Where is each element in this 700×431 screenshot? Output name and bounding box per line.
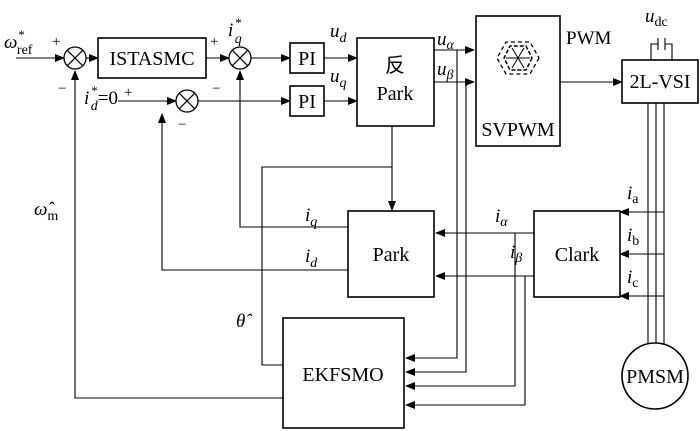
udc-label: udc	[645, 6, 668, 30]
i-beta-label: iβ	[510, 242, 522, 266]
clark-label: Clark	[555, 244, 599, 266]
iq-ref-label: i*q	[228, 15, 242, 47]
pmsm-label: PMSM	[626, 366, 684, 388]
sum-junction-id	[175, 89, 199, 113]
istasmc-block: ISTASMC	[97, 37, 207, 79]
sum1-plus-sign: +	[52, 34, 60, 50]
inverse-park-label-bottom: Park	[377, 83, 414, 105]
clark-block: Clark	[533, 210, 621, 298]
istasmc-label: ISTASMC	[109, 48, 194, 70]
sum-junction-iq	[228, 46, 252, 70]
theta-hat-label: θ̂	[236, 311, 253, 332]
pwm-label: PWM	[566, 28, 612, 49]
uq-label: uq	[330, 66, 347, 91]
ic-label: ic	[627, 267, 639, 291]
ekfsmo-block: EKFSMO	[282, 317, 405, 429]
u-alpha-label: uα	[437, 29, 455, 53]
omega-hat-label: ω̂m	[34, 199, 58, 224]
svpwm-block: SVPWM	[475, 15, 561, 147]
inverter-label: 2L-VSI	[629, 71, 690, 93]
pi-q-label: PI	[298, 48, 316, 70]
ib-label: ib	[627, 225, 639, 249]
id-feedback-label: id	[305, 246, 318, 271]
sum1-minus-sign: −	[58, 81, 66, 97]
pi-d-label: PI	[298, 91, 316, 113]
inverse-park-label-top: 反	[385, 54, 405, 77]
u-beta-label: uβ	[437, 59, 454, 83]
pi-current-d-block: PI	[289, 85, 325, 117]
id-ref-label: i*d=0	[84, 83, 118, 114]
pmsm-motor: PMSM	[621, 342, 689, 410]
i-alpha-label: iα	[495, 206, 508, 230]
park-block: Park	[347, 210, 435, 298]
ud-label: ud	[330, 21, 348, 46]
omega-ref-label: ω*ref	[4, 27, 33, 58]
signal-wires	[16, 38, 673, 409]
sum3-plus-sign: +	[124, 85, 132, 101]
ia-label: ia	[627, 183, 639, 207]
iq-feedback-label: iq	[305, 205, 317, 230]
park-label: Park	[373, 244, 410, 266]
inverse-park-block: 反 Park	[356, 37, 435, 127]
pi-current-q-block: PI	[289, 42, 325, 74]
ekfsmo-label: EKFSMO	[302, 364, 383, 386]
sum-junction-speed	[63, 46, 87, 70]
svpwm-hexagon-icon	[496, 41, 540, 75]
svpwm-label: SVPWM	[481, 119, 555, 141]
sum3-minus-sign: −	[178, 117, 186, 133]
sum2-minus-sign: −	[212, 81, 220, 97]
sum2-plus-sign: +	[210, 34, 218, 50]
inverter-block: 2L-VSI	[621, 59, 699, 104]
